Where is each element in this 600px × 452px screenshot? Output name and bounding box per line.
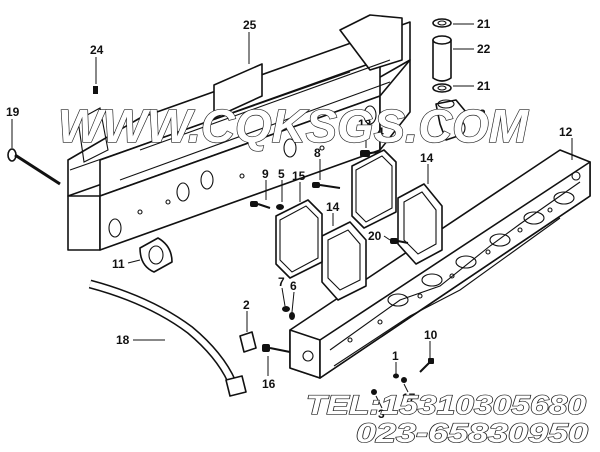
part-4-cover-plate <box>351 149 397 229</box>
callout-12: 12 <box>559 125 573 139</box>
callout-24: 24 <box>90 43 104 57</box>
part-3-screw <box>371 389 377 395</box>
callout-5: 5 <box>278 167 285 181</box>
callout-11: 11 <box>112 257 125 271</box>
callout-21-top: 21 <box>477 17 491 31</box>
callout-10: 10 <box>424 328 438 342</box>
part-16-stud <box>262 344 291 353</box>
callout-22: 22 <box>477 42 491 56</box>
callout-6: 6 <box>290 279 297 293</box>
leader-lines <box>11 23 573 409</box>
callout-labels: 25 24 19 21 22 21 2 13 4 12 8 14 9 5 15 … <box>6 17 573 421</box>
part-14-gasket-left <box>321 221 367 301</box>
part-12-manifold-body <box>289 149 591 379</box>
part-10-bolt <box>419 358 434 373</box>
part-15-cover-plate <box>275 199 323 279</box>
callout-14-left: 14 <box>326 200 340 214</box>
part-20-screw <box>390 238 409 244</box>
part-8-bolt <box>312 182 341 189</box>
part-5-washer <box>276 204 284 210</box>
part-9-bolt <box>250 201 271 209</box>
callout-20: 20 <box>368 229 382 243</box>
part-21-22-sleeve-stack <box>432 18 452 93</box>
callout-7: 7 <box>278 275 285 289</box>
part-2-plug <box>239 331 257 353</box>
part-11-gasket <box>139 237 173 273</box>
part-17-nut <box>401 377 407 383</box>
part-1-washer <box>393 373 399 379</box>
callout-1: 1 <box>392 349 399 363</box>
callout-9: 9 <box>262 167 269 181</box>
callout-8: 8 <box>314 146 321 160</box>
part-14-gasket-right <box>397 183 443 265</box>
callout-4: 4 <box>377 125 384 139</box>
callout-16: 16 <box>262 377 276 391</box>
callout-2-plug: 2 <box>243 298 250 312</box>
callout-2-elbow: 2 <box>479 107 486 121</box>
callout-18: 18 <box>116 333 130 347</box>
callout-15: 15 <box>292 169 306 183</box>
watermark-site: WWW.CQKSGS.COM <box>58 100 530 152</box>
watermark-phone: 023-65830950 <box>356 418 588 448</box>
part-18-tube <box>88 279 247 397</box>
callout-17: 17 <box>402 391 416 405</box>
callout-14-right: 14 <box>420 151 434 165</box>
callout-13: 13 <box>358 117 372 131</box>
callout-3: 3 <box>378 407 385 421</box>
part-6-fitting <box>289 312 295 320</box>
callout-19: 19 <box>6 105 20 119</box>
part-2-elbow-fitting <box>435 99 467 141</box>
part-25-manifold-housing <box>67 14 411 251</box>
part-19-long-bolt <box>7 148 61 186</box>
part-7-fitting <box>282 306 290 312</box>
callout-25: 25 <box>243 18 257 32</box>
watermark: WWW.CQKSGS.COM TEL:15310305680 023-65830… <box>57 99 588 448</box>
watermark-tel: TEL:15310305680 <box>306 390 586 420</box>
callout-21-bottom: 21 <box>477 79 491 93</box>
part-24-pin <box>93 86 98 94</box>
